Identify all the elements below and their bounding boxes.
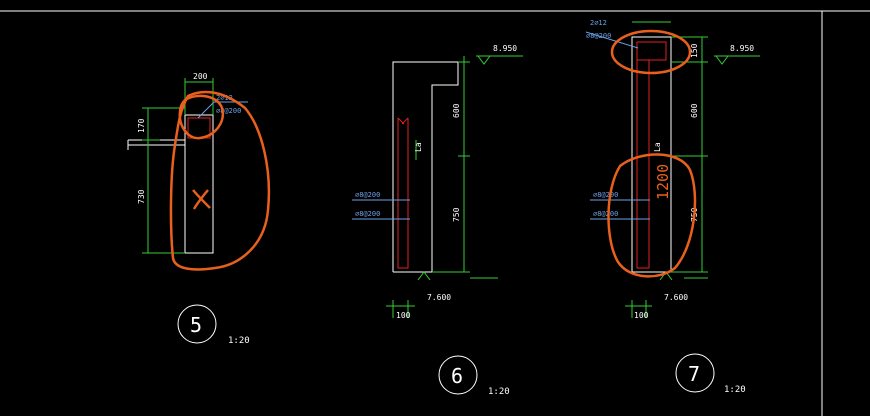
detail-7-elev-top: 8.950	[730, 44, 754, 53]
detail-6-scale: 1:20	[488, 387, 510, 397]
detail-6-outline	[392, 61, 459, 273]
detail-5-rebar-top: 2⌀12	[216, 94, 233, 102]
detail-7-label-la: La	[653, 142, 662, 152]
detail-6-dimensions	[386, 55, 523, 318]
detail-5-dim-lower: 730	[137, 189, 146, 204]
detail-6-rebar	[397, 117, 409, 269]
detail-7-outline	[631, 36, 672, 273]
detail-6-rebar-2: ⌀8@200	[355, 210, 380, 218]
detail-6-elev-top: 8.950	[493, 44, 517, 53]
detail-6-dim-lower: 750	[452, 207, 461, 222]
detail-5-markup	[169, 90, 271, 271]
detail-7-elev-bottom: 7.600	[664, 293, 688, 302]
detail-6: 8.950 7.600 600 750 100 La ⌀8@200 ⌀8@200…	[352, 44, 523, 397]
detail-6-elev-bottom: 7.600	[427, 293, 451, 302]
detail-7-leaders	[585, 31, 650, 220]
detail-5-rebar-stirrup: ⌀8@200	[216, 107, 241, 115]
detail-6-elevation-marks	[417, 55, 491, 281]
detail-6-number: 6	[451, 364, 463, 388]
detail-6-label-circle	[438, 355, 478, 395]
detail-5: 200 170 730 2⌀12 ⌀8@200 5 1:20	[127, 72, 271, 346]
detail-5-dim-upper: 170	[137, 118, 146, 133]
detail-7-markup	[607, 29, 697, 278]
detail-6-leaders	[352, 199, 410, 220]
detail-7-dim-top: 150	[690, 43, 699, 58]
detail-5-dim-width: 200	[193, 72, 208, 81]
detail-7-number: 7	[688, 362, 700, 386]
detail-7-dim-upper: 600	[690, 103, 699, 118]
detail-6-dim-width: 100	[396, 311, 411, 320]
detail-7-dim-width: 100	[634, 311, 649, 320]
detail-5-label-circle	[177, 304, 217, 344]
detail-7-rebar-1: ⌀8@200	[593, 191, 618, 199]
detail-5-number: 5	[190, 313, 202, 337]
detail-7-rebar	[636, 41, 667, 269]
detail-5-section	[184, 114, 214, 254]
detail-5-dimensions	[142, 78, 214, 254]
detail-7-scale: 1:20	[724, 385, 746, 395]
detail-7-label-circle	[675, 353, 715, 393]
detail-7-rebar-stirrup: ⌀8@200	[586, 32, 611, 40]
detail-6-label-la: La	[414, 142, 423, 152]
drawing-frame	[0, 10, 870, 416]
detail-7-dimensions	[625, 21, 760, 318]
detail-7-markup-text: 1200	[654, 164, 672, 200]
detail-7: 8.950 7.600 150 600 750 100 La 2⌀12 ⌀8@2…	[585, 19, 760, 395]
detail-6-rebar-1: ⌀8@200	[355, 191, 380, 199]
detail-5-scale: 1:20	[228, 336, 250, 346]
detail-7-rebar-top: 2⌀12	[590, 19, 607, 27]
detail-7-rebar-2: ⌀8@200	[593, 210, 618, 218]
detail-6-dim-upper: 600	[452, 103, 461, 118]
